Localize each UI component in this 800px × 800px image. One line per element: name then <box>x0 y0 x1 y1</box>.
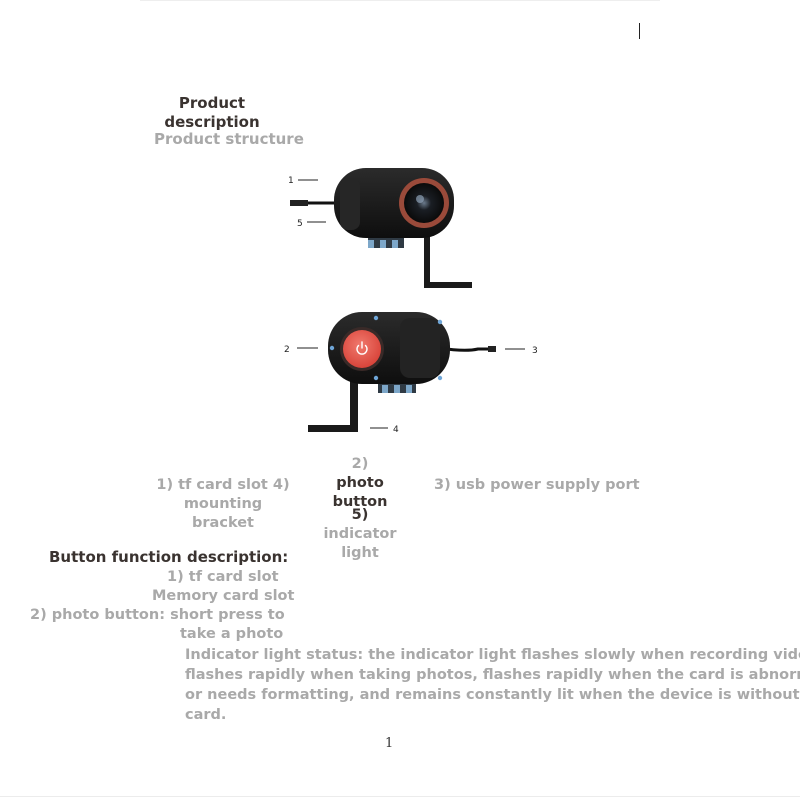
cable-connector-top <box>290 200 308 206</box>
callout-2: 2 <box>284 345 290 355</box>
section-title: Product description <box>150 94 274 132</box>
power-icon <box>356 341 368 355</box>
parts-label-middle-line4: 5) <box>351 507 369 523</box>
tf-card-desc: Memory card slot <box>152 588 295 604</box>
indicator-status: Indicator light status: the indicator li… <box>185 645 800 725</box>
photo-button <box>343 330 381 368</box>
callout-5: 5 <box>297 219 303 229</box>
camera-front-view <box>290 168 472 288</box>
parts-label-middle-line3: button <box>332 494 388 510</box>
callout-4: 4 <box>393 425 399 435</box>
camera-back-view <box>308 312 496 432</box>
parts-label-middle-line6: light <box>341 545 379 561</box>
parts-label-left: 1) tf card slot 4) mounting bracket <box>118 476 328 533</box>
function-heading: Button function description: <box>49 548 289 566</box>
tf-card-title: 1) tf card slot <box>167 569 279 585</box>
text-cursor <box>639 23 640 39</box>
parts-label-middle: 2) photo button 5) indicator light <box>312 455 408 563</box>
top-rule <box>140 0 660 1</box>
section-title-line2: description <box>164 113 260 131</box>
photo-button-desc-line2: take a photo <box>180 626 284 642</box>
camera-lens <box>404 183 444 223</box>
section-title-line1: Product <box>178 94 246 112</box>
mounting-bracket-bottom <box>308 375 358 432</box>
photo-button-desc-line1: 2) photo button: short press to <box>30 607 285 623</box>
callout-3: 3 <box>532 346 538 356</box>
parts-label-middle-line5: indicator <box>323 526 397 542</box>
parts-label-left-line1: 1) tf card slot 4) mounting <box>156 477 290 512</box>
callout-1: 1 <box>288 176 294 186</box>
parts-label-left-line2: bracket <box>192 515 254 531</box>
parts-label-right: 3) usb power supply port <box>434 477 640 493</box>
mounting-bracket-top <box>424 228 472 288</box>
cable-connector-bottom <box>488 346 496 352</box>
indicator-status-line4: card. <box>185 707 227 723</box>
indicator-status-line1: Indicator light status: the indicator li… <box>185 647 800 663</box>
page-number: 1 <box>385 736 394 751</box>
parts-label-middle-line2: photo <box>336 475 384 491</box>
parts-label-middle-line1: 2) <box>351 456 369 472</box>
section-subtitle: Product structure <box>154 130 304 148</box>
indicator-status-line3: or needs formatting, and remains constan… <box>185 687 800 703</box>
bottom-rule <box>0 796 800 797</box>
indicator-status-line2: flashes rapidly when taking photos, flas… <box>185 667 800 683</box>
